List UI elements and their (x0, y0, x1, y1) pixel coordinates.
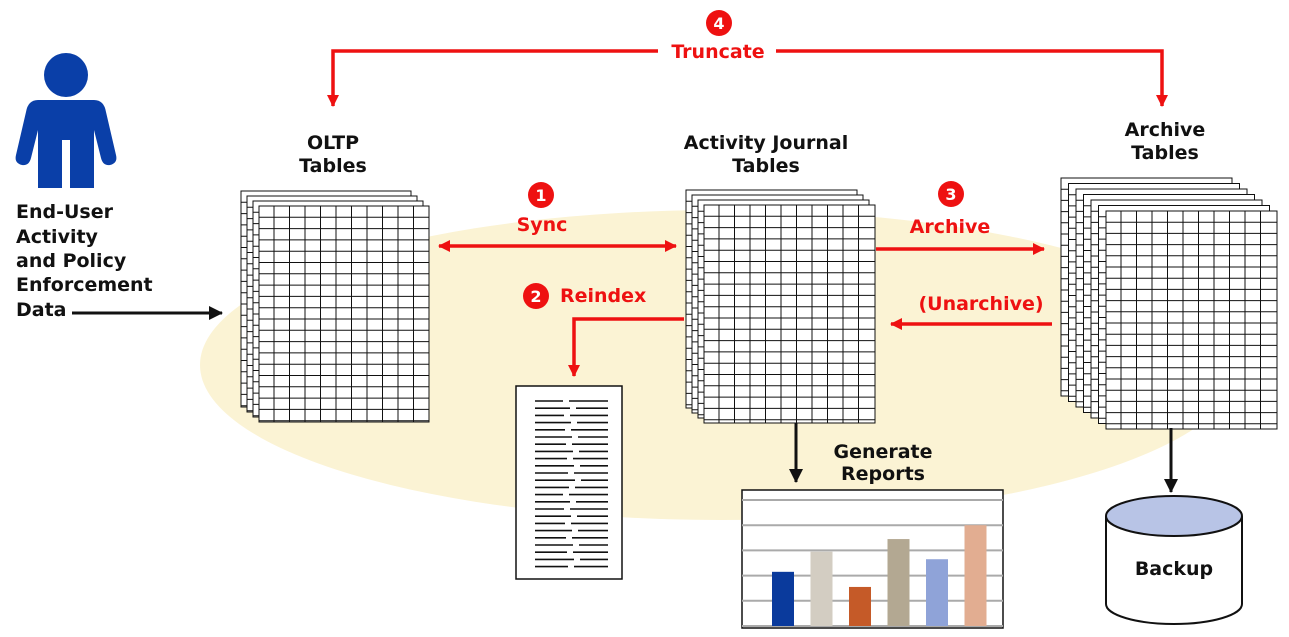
svg-text:1: 1 (535, 186, 546, 205)
report-bar (887, 539, 910, 626)
svg-text:Data: Data (16, 299, 67, 321)
table-sheet (1105, 210, 1278, 430)
svg-text:Tables: Tables (732, 155, 800, 177)
unarchive-label: (Unarchive) (918, 293, 1043, 315)
step-4-badge: 4 (706, 10, 732, 36)
report-bar (849, 586, 871, 626)
svg-text:Activity Journal: Activity Journal (684, 132, 848, 154)
svg-text:Enforcement: Enforcement (16, 274, 153, 296)
archive-label: Archive (910, 216, 991, 238)
report-bar (926, 559, 948, 626)
svg-text:Tables: Tables (1131, 142, 1199, 164)
svg-text:End-User: End-User (16, 201, 114, 223)
truncate-arrow-left (327, 49, 658, 107)
svg-text:4: 4 (713, 14, 724, 33)
backup-label: Backup (1135, 558, 1213, 580)
user-activity-label: End-User Activity and Policy Enforcement… (16, 201, 153, 321)
journal-tables-label: Activity Journal Tables (684, 132, 848, 177)
backup-cylinder-icon (1105, 495, 1243, 625)
oltp-tables-label: OLTP Tables (299, 132, 367, 177)
oltp-tables-stack (240, 190, 430, 423)
table-sheet (258, 205, 430, 423)
archive-tables-label: Archive Tables (1125, 119, 1206, 164)
svg-text:and Policy: and Policy (16, 250, 127, 272)
journal-tables-stack (685, 189, 876, 424)
person-icon (15, 53, 117, 188)
svg-text:Activity: Activity (16, 226, 99, 248)
report-bar (772, 571, 794, 626)
reindexed-document (515, 385, 623, 580)
step-1-badge: 1 (528, 182, 554, 208)
svg-text:3: 3 (945, 185, 956, 204)
generate-reports-label: Generate Reports (833, 441, 932, 485)
sync-label: Sync (517, 214, 568, 236)
table-sheet (703, 204, 876, 424)
step-3-badge: 3 (938, 181, 964, 207)
svg-text:Archive: Archive (1125, 119, 1206, 141)
svg-text:OLTP: OLTP (307, 132, 359, 154)
svg-text:2: 2 (530, 287, 541, 306)
svg-text:Generate: Generate (833, 441, 932, 463)
reindex-label: Reindex (560, 285, 646, 307)
step-2-badge: 2 (523, 283, 549, 309)
truncate-label: Truncate (671, 41, 764, 63)
report-bar (964, 525, 987, 626)
truncate-arrow-right (776, 49, 1168, 107)
report-bar (810, 551, 833, 626)
reindex-arrow (568, 317, 684, 377)
svg-text:Tables: Tables (299, 155, 367, 177)
archive-tables-stack (1060, 177, 1278, 430)
svg-text:Reports: Reports (841, 463, 925, 485)
report-chart (741, 489, 1004, 629)
